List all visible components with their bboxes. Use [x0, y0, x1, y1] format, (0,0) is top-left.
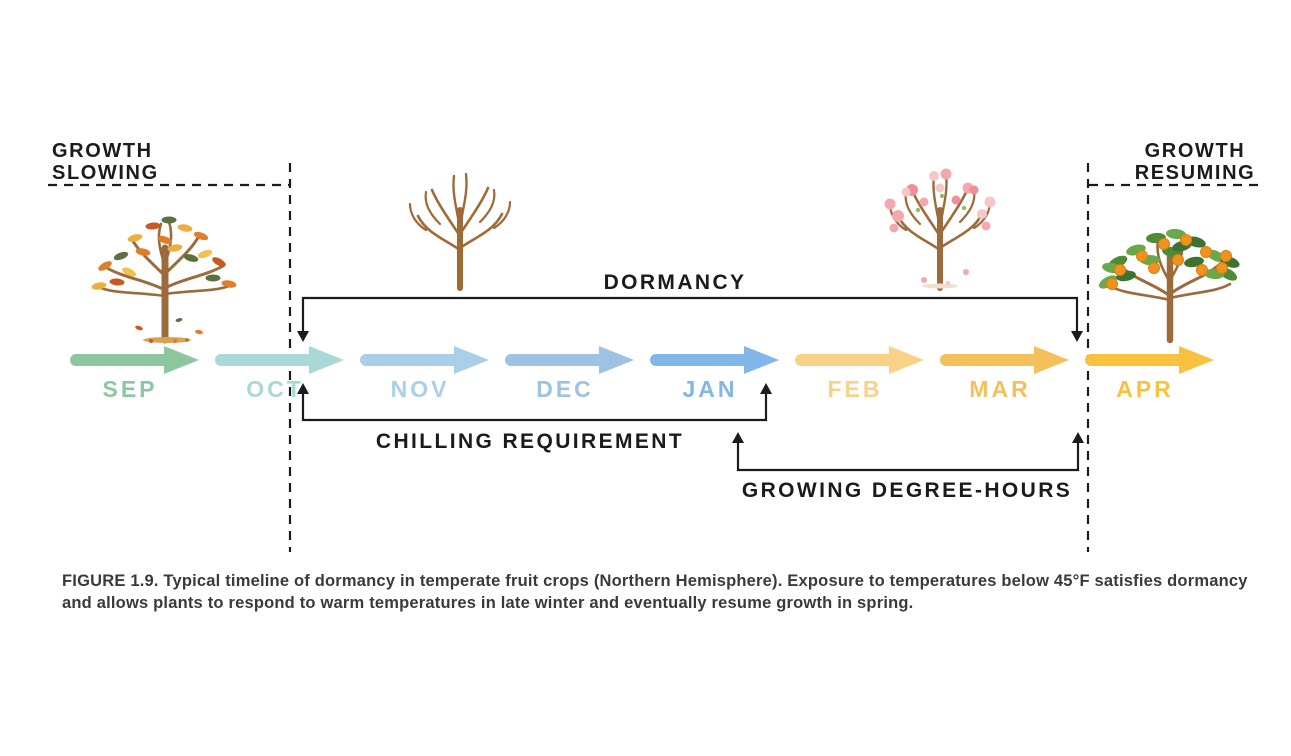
chilling-requirement-bracket: [301, 393, 768, 422]
month-label: DEC: [536, 376, 594, 402]
month-arrow-head: [164, 346, 199, 374]
growth-slowing-label-line1: GROWTH: [52, 140, 153, 162]
autumn-tree-branches: [99, 220, 231, 344]
degree-hours-left-arrowhead-icon: [732, 432, 744, 443]
blossom-clusters: [884, 168, 996, 233]
month-arrow-head: [1179, 346, 1214, 374]
month-arrow-mar: MAR: [940, 346, 1069, 402]
dormancy-right-arrowhead-icon: [1071, 331, 1083, 342]
dormancy-left-arrowhead-icon: [297, 331, 309, 342]
month-label: JAN: [682, 376, 737, 402]
month-label: OCT: [246, 376, 304, 402]
fallen-petals-icon: [921, 269, 969, 289]
chilling-left-arrowhead-icon: [297, 383, 309, 394]
degree-hours-right-arrowhead-icon: [1072, 432, 1084, 443]
figure-caption: FIGURE 1.9. Typical timeline of dormancy…: [62, 572, 1248, 613]
orange-fruits: [1106, 234, 1232, 290]
leaf-litter-ground: [143, 337, 191, 343]
month-arrow-head: [309, 346, 344, 374]
month-label: NOV: [391, 376, 450, 402]
month-arrow-dec: DEC: [505, 346, 634, 402]
growth-resuming-label-line2: RESUMING: [1135, 162, 1256, 184]
growth-slowing-label-line2: SLOWING: [52, 162, 159, 184]
month-arrow-oct: OCT: [215, 346, 344, 402]
month-arrow-feb: FEB: [795, 346, 924, 402]
growth-resuming-label-line1: GROWTH: [1145, 140, 1246, 162]
month-arrow-head: [889, 346, 924, 374]
month-arrow-apr: APR: [1085, 346, 1214, 402]
fruit-tree-icon: [1098, 228, 1240, 344]
month-arrow-sep: SEP: [70, 346, 199, 402]
falling-leaves-icon: [135, 318, 203, 335]
growing-degree-hours-bracket: [736, 442, 1080, 472]
chilling-right-arrowhead-icon: [760, 383, 772, 394]
chilling-requirement-label: CHILLING REQUIREMENT: [376, 430, 684, 453]
month-label: FEB: [828, 376, 883, 402]
growing-degree-hours-label: GROWING DEGREE-HOURS: [742, 479, 1072, 502]
bare-tree-icon: [408, 172, 512, 291]
dormancy-label: DORMANCY: [604, 271, 747, 294]
bare-tree-branches: [408, 172, 512, 291]
month-label: SEP: [102, 376, 157, 402]
month-arrow-nov: NOV: [360, 346, 489, 402]
autumn-tree-icon: [91, 216, 237, 344]
month-arrow-jan: JAN: [650, 346, 779, 402]
blossom-tree-icon: [884, 168, 996, 291]
month-arrow-head: [1034, 346, 1069, 374]
bracket-lines: [301, 296, 1080, 472]
month-arrow-head: [744, 346, 779, 374]
bracket-arrowheads: [297, 331, 1084, 443]
month-label: MAR: [969, 376, 1030, 402]
dormancy-bracket: [301, 296, 1079, 332]
month-arrow-head: [454, 346, 489, 374]
autumn-tree-foliage: [91, 216, 237, 290]
month-arrow-head: [599, 346, 634, 374]
month-label: APR: [1116, 376, 1174, 402]
